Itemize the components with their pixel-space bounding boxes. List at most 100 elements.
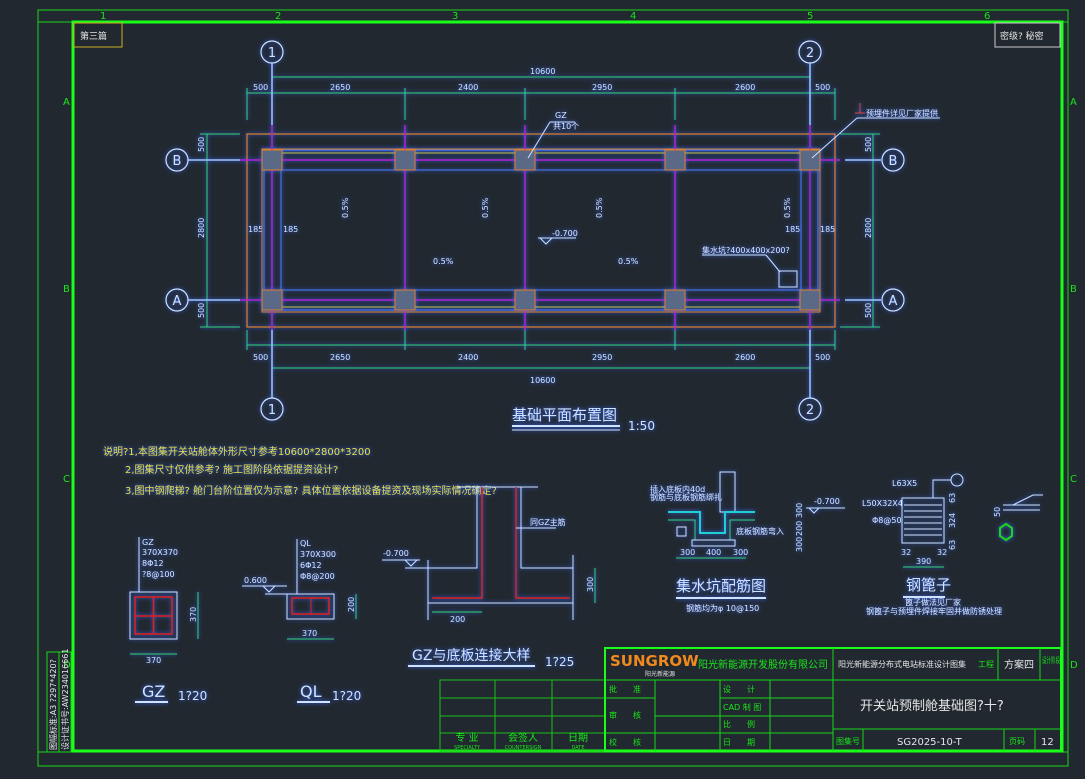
sump-elevation: -0.700 bbox=[814, 497, 840, 506]
axis-bubble-a: A bbox=[889, 294, 898, 309]
axis-bubble-a: A bbox=[173, 294, 182, 309]
gz-base-title: GZ与底板连接大样 bbox=[412, 647, 530, 664]
sump-title: 集水坑配筋图 bbox=[676, 577, 766, 595]
offset-dim: 185 bbox=[283, 225, 298, 234]
segment-dim: 500 bbox=[815, 83, 830, 92]
segment-dim: 500 bbox=[253, 83, 268, 92]
segment-dim: 500 bbox=[253, 353, 268, 362]
ql-dim: 200 bbox=[347, 597, 356, 612]
drawing-number: SG2025-10-T bbox=[897, 737, 963, 748]
ql-spec: 370X300 bbox=[300, 550, 336, 559]
segment-dim: 2650 bbox=[330, 83, 350, 92]
ql-scale: 1?20 bbox=[332, 689, 361, 703]
note-1: 说明?1,本图集开关站舱体外形尺寸参考10600*2800*3200 bbox=[103, 445, 371, 458]
slope-label: 0.5% bbox=[595, 197, 604, 218]
row-marker: A bbox=[1070, 97, 1077, 108]
sump-dim: 300 bbox=[733, 548, 748, 557]
offset-dim: 185 bbox=[820, 225, 835, 234]
grate-spec: L63X5 bbox=[892, 479, 917, 488]
column-marker: 4 bbox=[630, 11, 636, 22]
ql-section: QL 370X300 6Φ12 Φ8@200 0.600 200 370 QL … bbox=[242, 539, 361, 703]
side-dim: 2800 bbox=[864, 218, 873, 238]
sign-header: 会签人 bbox=[508, 731, 538, 744]
review-label: 审 核 bbox=[609, 710, 641, 720]
grate-dim: 32 bbox=[937, 548, 947, 557]
column-marker: 1 bbox=[100, 11, 106, 22]
grate-spec: Φ8@50 bbox=[872, 516, 902, 525]
sign-header: 日期 bbox=[568, 732, 588, 744]
ql-spec: 6Φ12 bbox=[300, 561, 322, 570]
slope-label: 0.5% bbox=[433, 257, 454, 266]
plan-title: 基础平面布置图 bbox=[512, 406, 617, 424]
grate-vdim: 63 bbox=[948, 493, 957, 503]
axis-bubble-2: 2 bbox=[806, 46, 814, 61]
grate-note: 钢篦子与预埋件焊接牢固并做防锈处理 bbox=[866, 606, 1002, 616]
sign-header-en: COUNTERSIGN bbox=[505, 745, 542, 751]
paper-size-stamp: 图幅标准:A3 ?297*420? bbox=[48, 659, 58, 750]
design-label: 设 计 bbox=[723, 684, 755, 694]
sump-vdim: 300 bbox=[795, 503, 804, 518]
offset-dim: 185 bbox=[248, 225, 263, 234]
slope-label: 0.5% bbox=[783, 197, 792, 218]
row-marker: C bbox=[63, 474, 70, 485]
gz-base-dim: 200 bbox=[450, 615, 465, 624]
gz-title: GZ bbox=[142, 682, 165, 701]
gz-base-scale: 1?25 bbox=[545, 655, 574, 669]
side-dim: 2800 bbox=[197, 218, 206, 238]
axis-bubble-1: 1 bbox=[268, 403, 276, 418]
grate-vdim: 324 bbox=[948, 513, 957, 528]
gz-spec: GZ bbox=[142, 538, 154, 547]
column-marker: 3 bbox=[452, 11, 458, 22]
segment-dim: 2400 bbox=[458, 83, 478, 92]
grate-dim: 32 bbox=[901, 548, 911, 557]
sump-dim: 400 bbox=[706, 548, 721, 557]
gz-count: 共10个 bbox=[553, 122, 579, 131]
design-notes: 说明?1,本图集开关站舱体外形尺寸参考10600*2800*3200 2,图集尺… bbox=[103, 445, 497, 497]
ql-spec: QL bbox=[300, 539, 311, 548]
note-3: 3,图中钢爬梯? 舱门台阶位置仅为示意? 具体位置依据设备提资及现场实际情况确定… bbox=[125, 484, 497, 497]
slope-label: 0.5% bbox=[341, 197, 350, 218]
side-dim: 500 bbox=[197, 137, 206, 152]
grate-vdim: 63 bbox=[948, 540, 957, 550]
grate-detail: L63X5 L50X32X4 Φ8@50 32 32 390 63 324 63… bbox=[862, 473, 1043, 616]
ql-spec: Φ8@200 bbox=[300, 572, 335, 581]
sump-callout: 钢筋与底板钢筋绑扎 bbox=[650, 492, 722, 502]
elevation-label: -0.700 bbox=[552, 229, 578, 238]
overall-dim-top: 10600 bbox=[530, 67, 555, 76]
row-marker: A bbox=[63, 97, 70, 108]
ql-title: QL bbox=[300, 682, 322, 701]
sign-header: 专 业 bbox=[455, 731, 478, 744]
gz-base-elevation: -0.700 bbox=[383, 549, 409, 558]
sump-vdim: 200 bbox=[795, 521, 804, 536]
sump-callout: 底板钢筋弯入 bbox=[736, 526, 784, 536]
row-marker: D bbox=[63, 660, 71, 671]
section-box bbox=[73, 22, 123, 48]
gz-dim: 370 bbox=[189, 607, 198, 622]
side-dim: 500 bbox=[864, 137, 873, 152]
grate-dim: 390 bbox=[916, 557, 931, 566]
sump-subtitle: 钢筋均为φ 10@150 bbox=[686, 603, 759, 613]
date-label: 日 期 bbox=[723, 738, 755, 747]
segment-dim: 500 bbox=[815, 353, 830, 362]
segment-dim: 2650 bbox=[330, 353, 350, 362]
grate-spec: L50X32X4 bbox=[862, 499, 903, 508]
sump-vdim: 300 bbox=[795, 537, 804, 552]
row-marker: C bbox=[1070, 474, 1077, 485]
slope-label: 0.5% bbox=[618, 257, 639, 266]
brand-sub: 阳光新能源 bbox=[645, 670, 675, 678]
ql-elevation: 0.600 bbox=[244, 576, 267, 585]
sump-detail: 插入底板内40d 钢筋与底板钢筋绑扎 底板钢筋弯入 300 400 300 30… bbox=[650, 471, 845, 613]
outer-frame bbox=[37, 9, 1069, 767]
sump-callout: 集水坑?400x400x200? bbox=[702, 245, 790, 255]
design-stage: 设计阶段 bbox=[1042, 655, 1060, 665]
brand-logo: SUNGROW bbox=[610, 652, 699, 670]
gz-dim: 370 bbox=[146, 656, 161, 665]
check-label: 校 核 bbox=[609, 737, 641, 747]
row-marker: D bbox=[1070, 660, 1078, 671]
segment-dim: 2600 bbox=[735, 353, 755, 362]
company-name: 阳光新能源开发股份有限公司 bbox=[698, 658, 828, 671]
slope-label: 0.5% bbox=[481, 197, 490, 218]
gz-base-dim: 300 bbox=[586, 577, 595, 592]
note-2: 2,图集尺寸仅供参考? 施工图阶段依据提资设计? bbox=[125, 463, 338, 476]
page-number: 12 bbox=[1041, 737, 1054, 748]
